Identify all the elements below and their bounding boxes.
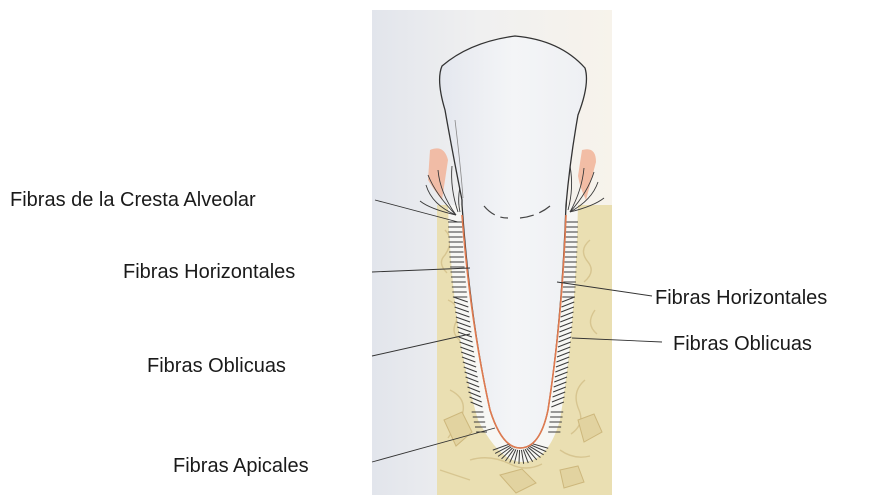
label-crest-fibers: Fibras de la Cresta Alveolar — [10, 190, 256, 210]
label-horizontal-fibers-right: Fibras Horizontales — [655, 288, 827, 308]
label-oblique-fibers-right: Fibras Oblicuas — [673, 334, 812, 354]
label-apical-fibers-left: Fibras Apicales — [173, 456, 309, 476]
fiber-apical — [519, 450, 520, 464]
label-oblique-fibers-left: Fibras Oblicuas — [147, 356, 286, 376]
label-horizontal-fibers-left: Fibras Horizontales — [123, 262, 295, 282]
